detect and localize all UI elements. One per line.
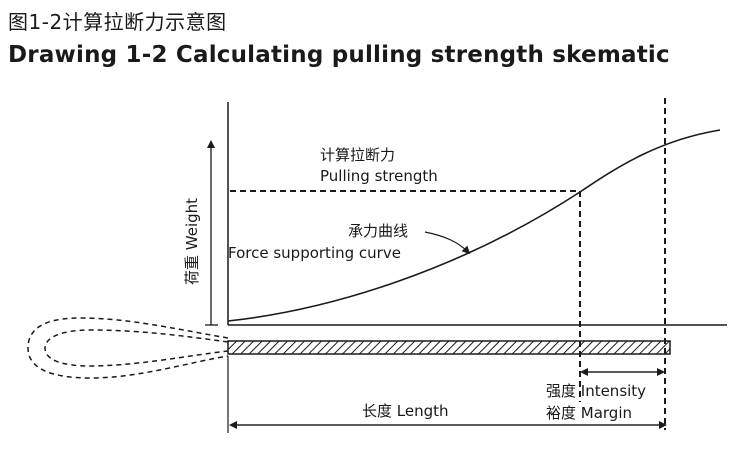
force-supporting-curve [227,129,721,322]
curve-pointer [424,231,471,255]
rope-loop [27,317,229,379]
rope-body [227,340,671,355]
pulling-strength-label-cn: 计算拉断力 [320,146,395,164]
chinese-title: 图1-2计算拉断力示意图 [8,10,227,34]
english-title: Drawing 1-2 Calculating pulling strength… [8,42,670,68]
rope-loop-inner [44,329,229,367]
pulling-strength-label-en: Pulling strength [320,167,438,185]
length-label: 长度 Length [362,402,449,420]
force-curve-label-en: Force supporting curve [228,244,401,262]
margin-label: 裕度 Margin [546,404,632,422]
y-axis-label: 荷重 Weight [183,198,201,285]
force-curve-label-cn: 承力曲线 [348,222,408,240]
intensity-label: 强度 Intensity [546,382,646,400]
